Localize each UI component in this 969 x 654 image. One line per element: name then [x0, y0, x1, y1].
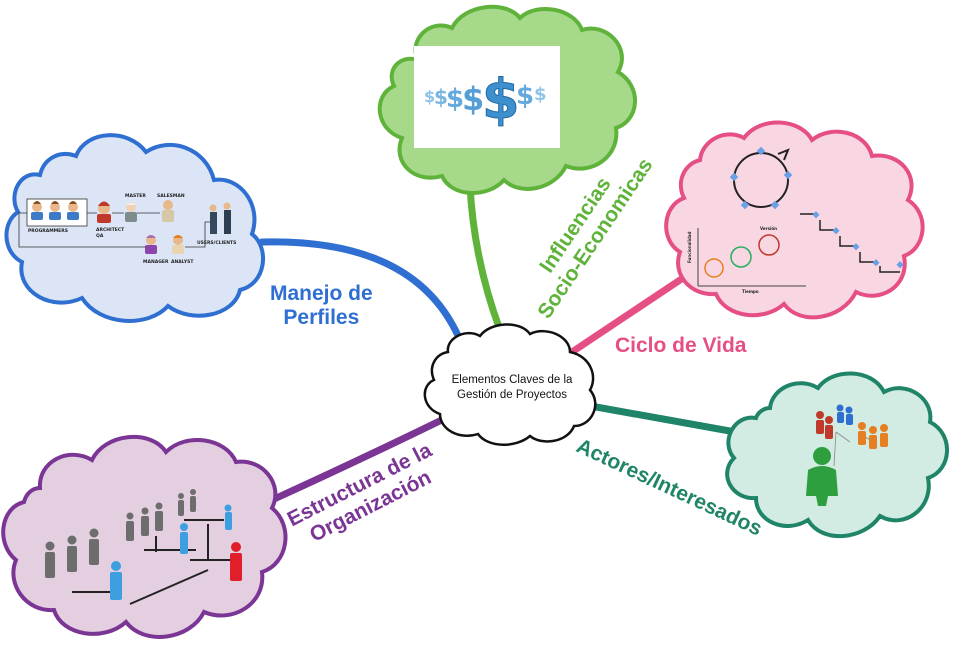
- lifecycle-version-label: Versión: [760, 226, 777, 231]
- svg-text:$: $: [534, 84, 547, 105]
- label-ciclo-de-vida: Ciclo de Vida: [615, 334, 747, 358]
- svg-text:$: $: [482, 68, 520, 131]
- label-salesman: SALESMAN: [157, 193, 185, 199]
- connector-manejo: [258, 238, 466, 349]
- cloud-estructura: [1, 434, 288, 639]
- dollar-image: $ $ $ $ $ $ $: [414, 46, 560, 148]
- label-users-clients: USERS/CLIENTS: [197, 240, 236, 246]
- center-title-line1: Elementos Claves de la: [451, 374, 573, 386]
- person-gray-icon: [45, 489, 196, 578]
- programmer-avatars: [31, 201, 79, 220]
- label-architect: ARCHITECT: [96, 227, 125, 233]
- label-manejo-line1: Manejo de: [270, 282, 373, 305]
- label-manejo-line2: Perfiles: [283, 306, 360, 330]
- person-blue-icon: [110, 504, 232, 600]
- label-qa: QA: [96, 233, 104, 239]
- svg-text:$: $: [516, 81, 534, 111]
- profiles-diagram: PROGRAMMERS ARCHITECT QA MASTER SALESMAN…: [18, 193, 236, 265]
- person-group-blue: [836, 404, 853, 425]
- cloud-ciclo-de-vida: [664, 120, 925, 320]
- label-programmers: PROGRAMMERS: [28, 228, 68, 234]
- dollar-sign-icon: $ $ $ $ $ $ $: [424, 68, 547, 132]
- person-group-orange: [858, 422, 888, 449]
- person-green-icon: [806, 447, 838, 506]
- connector-influencias: [466, 182, 504, 334]
- connector-estructura: [268, 411, 456, 504]
- org-structure-image: [45, 489, 242, 605]
- center-cloud: [423, 323, 597, 446]
- cloud-actores: [725, 371, 949, 538]
- label-master: MASTER: [125, 193, 146, 199]
- svg-text:$: $: [424, 87, 435, 106]
- label-ciclo-line1: Ciclo de Vida: [615, 334, 747, 357]
- svg-text:$: $: [446, 84, 464, 114]
- lifecycle-ylabel: Funcionalidad: [687, 231, 692, 263]
- connector-ciclo: [568, 276, 684, 356]
- center-title-line2: Gestión de Proyectos: [457, 389, 567, 401]
- actors-image: [806, 404, 888, 506]
- label-analyst: ANALYST: [171, 259, 194, 265]
- connector-actores: [581, 401, 756, 439]
- label-manejo-de-perfiles: Manejo de Perfiles: [270, 282, 373, 330]
- label-manager: MANAGER: [143, 259, 169, 265]
- cloud-manejo-de-perfiles: [4, 133, 266, 323]
- svg-text:$: $: [434, 85, 448, 109]
- person-group-red: [816, 411, 833, 439]
- person-red-icon: [230, 542, 242, 581]
- center-title: Elementos Claves de la Gestión de Proyec…: [428, 373, 596, 403]
- svg-text:$: $: [462, 80, 484, 118]
- lifecycle-xlabel: Tiempo: [742, 289, 759, 294]
